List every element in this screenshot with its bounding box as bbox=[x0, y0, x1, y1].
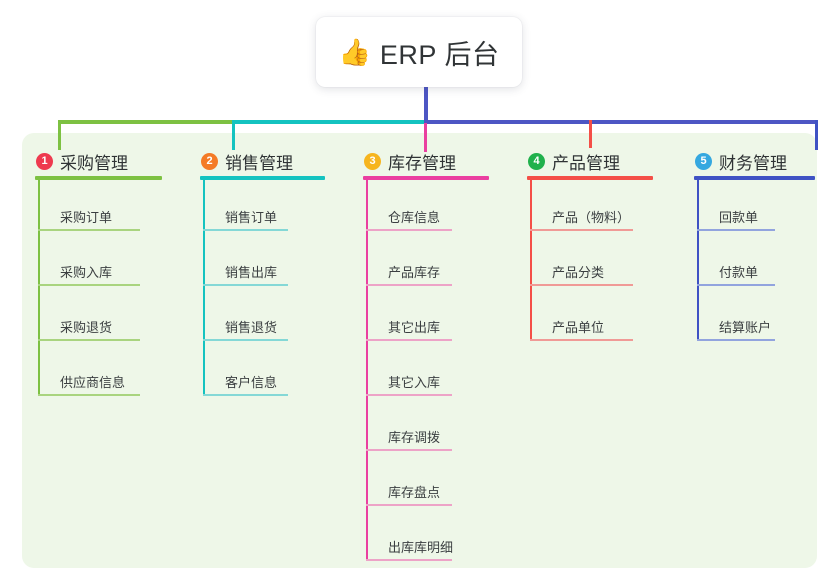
connector-drop-5 bbox=[815, 120, 818, 150]
branch-title: 销售管理 bbox=[225, 153, 293, 173]
leaf-label: 其它出库 bbox=[388, 320, 441, 335]
branch-spine bbox=[203, 179, 205, 394]
leaf-rule bbox=[366, 504, 452, 506]
leaf-label: 采购入库 bbox=[60, 265, 113, 280]
branch-column-1: 1 采购管理采购订单采购入库采购退货供应商信息 bbox=[20, 133, 185, 568]
leaf-rule bbox=[203, 229, 288, 231]
leaf-label: 出库库明细 bbox=[388, 540, 454, 555]
leaf-label: 销售订单 bbox=[225, 210, 278, 225]
branch-spine bbox=[697, 179, 699, 339]
leaf-label: 采购订单 bbox=[60, 210, 113, 225]
connector-drop-1 bbox=[58, 120, 61, 150]
connector-drop-4 bbox=[589, 120, 592, 148]
leaf-rule bbox=[530, 229, 633, 231]
leaf-label: 产品单位 bbox=[552, 320, 605, 335]
leaf-label: 回款单 bbox=[719, 210, 759, 225]
branch-header-rule bbox=[35, 176, 162, 180]
root-node-title: ERP 后台 bbox=[379, 39, 500, 70]
branch-spine bbox=[38, 179, 40, 394]
branch-number-badge: 5 bbox=[695, 152, 712, 170]
leaf-label: 销售退货 bbox=[225, 320, 278, 335]
leaf-label: 销售出库 bbox=[225, 265, 278, 280]
branch-header-rule bbox=[694, 176, 815, 180]
branch-header-3[interactable]: 3 库存管理 bbox=[348, 146, 456, 176]
leaf-label: 付款单 bbox=[719, 265, 759, 280]
branch-column-2: 2 销售管理销售订单销售出库销售退货客户信息 bbox=[185, 133, 350, 568]
branch-number-badge: 2 bbox=[201, 152, 218, 170]
branch-column-5: 5 财务管理回款单付款单结算账户 bbox=[679, 133, 839, 568]
leaf-rule bbox=[366, 284, 452, 286]
leaf-rule bbox=[366, 559, 452, 561]
leaf-label: 仓库信息 bbox=[388, 210, 441, 225]
branch-header-rule bbox=[200, 176, 325, 180]
branch-number-badge: 4 bbox=[528, 152, 545, 170]
leaf-label: 产品库存 bbox=[388, 265, 441, 280]
connector-segment-1 bbox=[58, 120, 233, 124]
branch-title: 采购管理 bbox=[60, 153, 128, 173]
branch-title: 产品管理 bbox=[552, 153, 620, 173]
connector-segment-3 bbox=[424, 120, 817, 124]
leaf-label: 产品（物料） bbox=[552, 210, 631, 225]
leaf-label: 产品分类 bbox=[552, 265, 605, 280]
leaf-label: 库存盘点 bbox=[388, 485, 441, 500]
branch-spine bbox=[366, 179, 368, 559]
branch-spine bbox=[530, 179, 532, 339]
leaf-rule bbox=[203, 284, 288, 286]
branch-column-3: 3 库存管理仓库信息产品库存其它出库其它入库库存调拨库存盘点出库库明细 bbox=[348, 133, 513, 568]
branch-column-4: 4 产品管理产品（物料） 产品分类产品单位 bbox=[512, 133, 677, 568]
leaf-label: 采购退货 bbox=[60, 320, 113, 335]
leaf-rule bbox=[366, 339, 452, 341]
leaf-label: 客户信息 bbox=[225, 375, 278, 390]
leaf-label: 供应商信息 bbox=[60, 375, 126, 390]
leaf-rule bbox=[530, 284, 633, 286]
leaf-rule bbox=[38, 229, 140, 231]
leaf-rule bbox=[697, 339, 775, 341]
leaf-rule bbox=[203, 394, 288, 396]
leaf-label: 库存调拨 bbox=[388, 430, 441, 445]
connector-drop-2 bbox=[232, 120, 235, 150]
trunk-connector bbox=[424, 86, 428, 123]
branch-header-rule bbox=[363, 176, 489, 180]
root-node-card[interactable]: 👍 ERP 后台 bbox=[316, 17, 522, 87]
connector-drop-3 bbox=[424, 120, 427, 152]
leaf-label: 结算账户 bbox=[719, 320, 772, 335]
leaf-rule bbox=[697, 284, 775, 286]
leaf-rule bbox=[697, 229, 775, 231]
leaf-rule bbox=[530, 339, 633, 341]
leaf-rule bbox=[366, 229, 452, 231]
branches-panel: 1 采购管理采购订单采购入库采购退货供应商信息 2 销售管理销售订单销售出库销售退货客… bbox=[22, 133, 817, 568]
leaf-label: 其它入库 bbox=[388, 375, 441, 390]
connector-segment-2 bbox=[233, 120, 424, 124]
leaf-rule bbox=[38, 284, 140, 286]
branch-number-badge: 1 bbox=[36, 152, 53, 170]
branch-header-1[interactable]: 1 采购管理 bbox=[20, 146, 128, 176]
branch-header-5[interactable]: 5 财务管理 bbox=[679, 146, 787, 176]
branch-number-badge: 3 bbox=[364, 152, 381, 170]
branch-title: 财务管理 bbox=[719, 153, 787, 173]
leaf-rule bbox=[38, 394, 140, 396]
branch-header-rule bbox=[527, 176, 653, 180]
leaf-rule bbox=[203, 339, 288, 341]
branch-header-4[interactable]: 4 产品管理 bbox=[512, 146, 620, 176]
leaf-rule bbox=[38, 339, 140, 341]
leaf-rule bbox=[366, 394, 452, 396]
branch-header-2[interactable]: 2 销售管理 bbox=[185, 146, 293, 176]
thumbs-up-icon: 👍 bbox=[338, 37, 371, 67]
branch-title: 库存管理 bbox=[388, 153, 456, 173]
leaf-rule bbox=[366, 449, 452, 451]
